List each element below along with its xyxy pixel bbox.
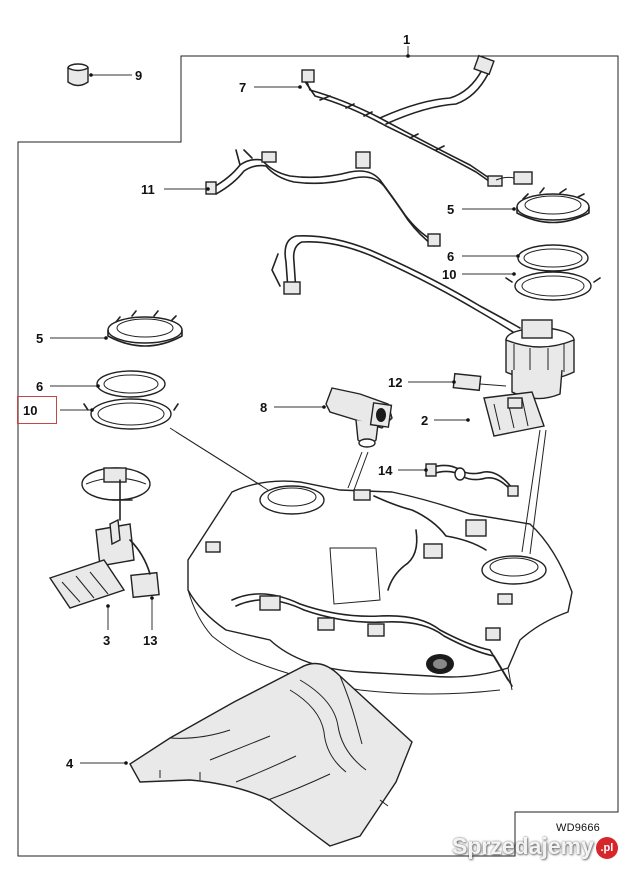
callout-7: 7 xyxy=(239,80,246,95)
part-10-seal-left xyxy=(83,398,179,430)
part-9-cap xyxy=(67,63,89,87)
part-12-sender xyxy=(452,372,507,392)
callout-13: 13 xyxy=(143,633,157,648)
callout-3: 3 xyxy=(103,633,110,648)
callout-8: 8 xyxy=(260,400,267,415)
drawing-code: WD9666 xyxy=(556,822,600,834)
callout-6-left: 6 xyxy=(36,379,43,394)
part-5-locking-ring-left xyxy=(107,310,183,347)
callout-11: 11 xyxy=(141,182,155,197)
callout-6-right: 6 xyxy=(447,249,454,264)
part-6-seal-right xyxy=(517,244,589,272)
callout-leaders xyxy=(50,46,520,765)
part-8-sensor xyxy=(325,387,393,448)
part-3-pump-module xyxy=(48,467,160,609)
watermark-tld-badge: .pl xyxy=(595,836,618,859)
assembly-lines xyxy=(169,427,547,555)
fuel-feed-pipe xyxy=(271,234,521,335)
callout-12: 12 xyxy=(388,375,402,390)
callout-14: 14 xyxy=(378,463,393,478)
watermark-text: Sprzedajemy xyxy=(452,833,594,859)
part-14-hose xyxy=(425,463,519,497)
part-6-seal-left xyxy=(96,370,166,398)
assembly-frame xyxy=(17,55,619,857)
part-2-pump-module xyxy=(483,319,575,437)
callout-5-left: 5 xyxy=(36,331,43,346)
watermark: Sprzedajemy.pl xyxy=(452,833,618,860)
callout-10-left: 10 xyxy=(23,403,37,418)
part-7-harness xyxy=(301,54,533,187)
callout-2: 2 xyxy=(421,413,428,428)
callout-5-right: 5 xyxy=(447,202,454,217)
callout-10-right: 10 xyxy=(442,267,456,282)
part-11-vent-line xyxy=(205,149,441,247)
callout-labels: 1 2 3 4 5 5 6 6 7 8 9 10 10 11 12 13 14 xyxy=(23,32,456,771)
callout-1: 1 xyxy=(403,32,410,47)
part-10-seal-right xyxy=(505,271,601,301)
callout-9: 9 xyxy=(135,68,142,83)
part-5-locking-ring-right xyxy=(516,187,590,224)
main-fuel-tank xyxy=(187,480,573,695)
callout-10-highlight-box xyxy=(17,396,57,424)
callout-4: 4 xyxy=(66,756,74,771)
part-4-heat-shield xyxy=(129,662,413,847)
